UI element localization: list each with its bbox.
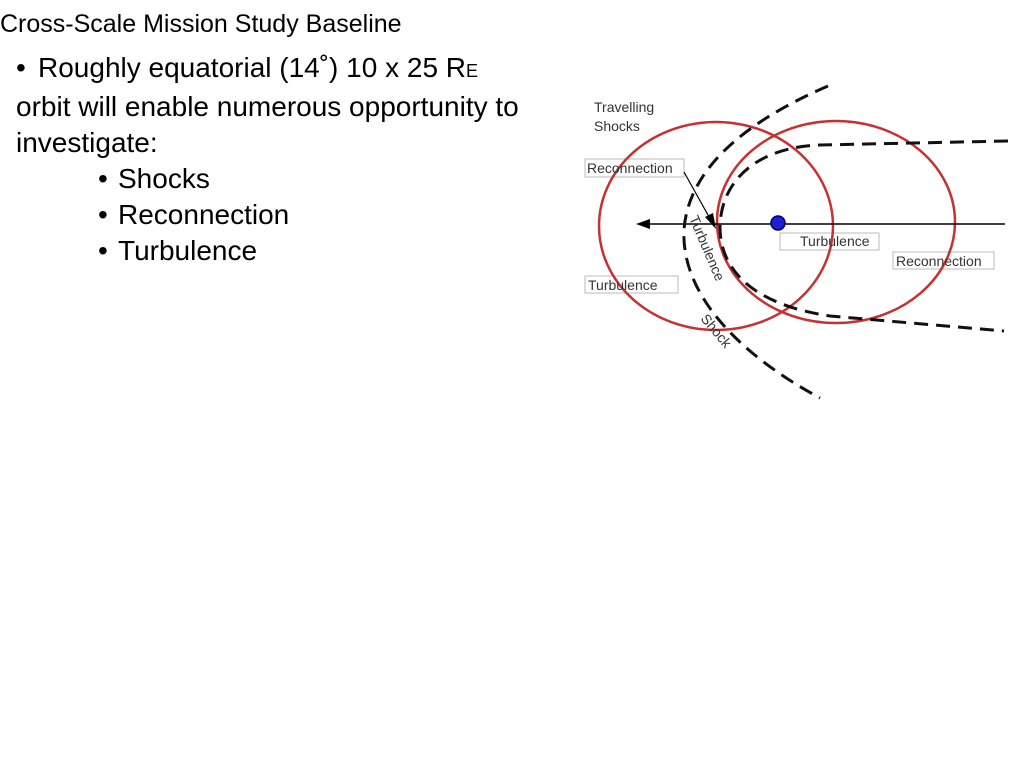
bullet-text-main: Roughly equatorial (14˚) 10 x 25 R: [38, 52, 467, 83]
topic-item-shocks: • Shocks: [98, 161, 616, 197]
reconnection-right-label: Reconnection: [896, 253, 982, 269]
travelling-shocks-label-line2: Shocks: [594, 118, 640, 134]
bullet-dot-icon: •: [98, 199, 108, 230]
main-bullet-line-2: orbit will enable numerous opportunity t…: [16, 91, 519, 122]
earth-radius-subscript: E: [466, 61, 479, 81]
reconnection-right-box: [892, 251, 995, 270]
topic-item-reconnection: • Reconnection: [98, 197, 616, 233]
slide-body: • Roughly equatorial (14˚) 10 x 25 RE orb…: [16, 50, 616, 269]
main-bullet-line-3: investigate:: [16, 127, 158, 158]
turbulence-center-label: Turbulence: [800, 233, 870, 249]
topic-label: Shocks: [118, 163, 210, 194]
reconnection-pointer-line: [683, 171, 714, 225]
topic-label: Turbulence: [118, 235, 258, 266]
bow-shock-curve: [682, 84, 829, 400]
investigation-topics-list: • Shocks • Reconnection • Turbulence: [16, 161, 616, 269]
topic-item-turbulence: • Turbulence: [98, 233, 616, 269]
orbit-circle-left: [597, 120, 835, 332]
topic-label: Reconnection: [118, 199, 290, 230]
turbulence-left-box: [584, 275, 679, 294]
bullet-dot-icon: •: [16, 52, 26, 83]
magnetopause-curve: [718, 139, 1009, 333]
reconnection-left-box: [584, 158, 685, 178]
travelling-shocks-label-line1: Travelling: [594, 99, 654, 115]
turbulence-left-label: Turbulence: [588, 277, 658, 293]
earth-icon: [770, 215, 786, 231]
slide-title: Cross-Scale Mission Study Baseline: [0, 10, 402, 38]
axis-arrow-icon: [636, 219, 650, 229]
reconnection-pointer-arrow-icon: [705, 213, 716, 229]
main-bullet-line-1: • Roughly equatorial (14˚) 10 x 25 RE: [16, 50, 616, 89]
reconnection-left-label: Reconnection: [587, 160, 673, 176]
bullet-dot-icon: •: [98, 235, 108, 266]
bullet-dot-icon: •: [98, 163, 108, 194]
orbit-circle-right: [715, 119, 957, 325]
